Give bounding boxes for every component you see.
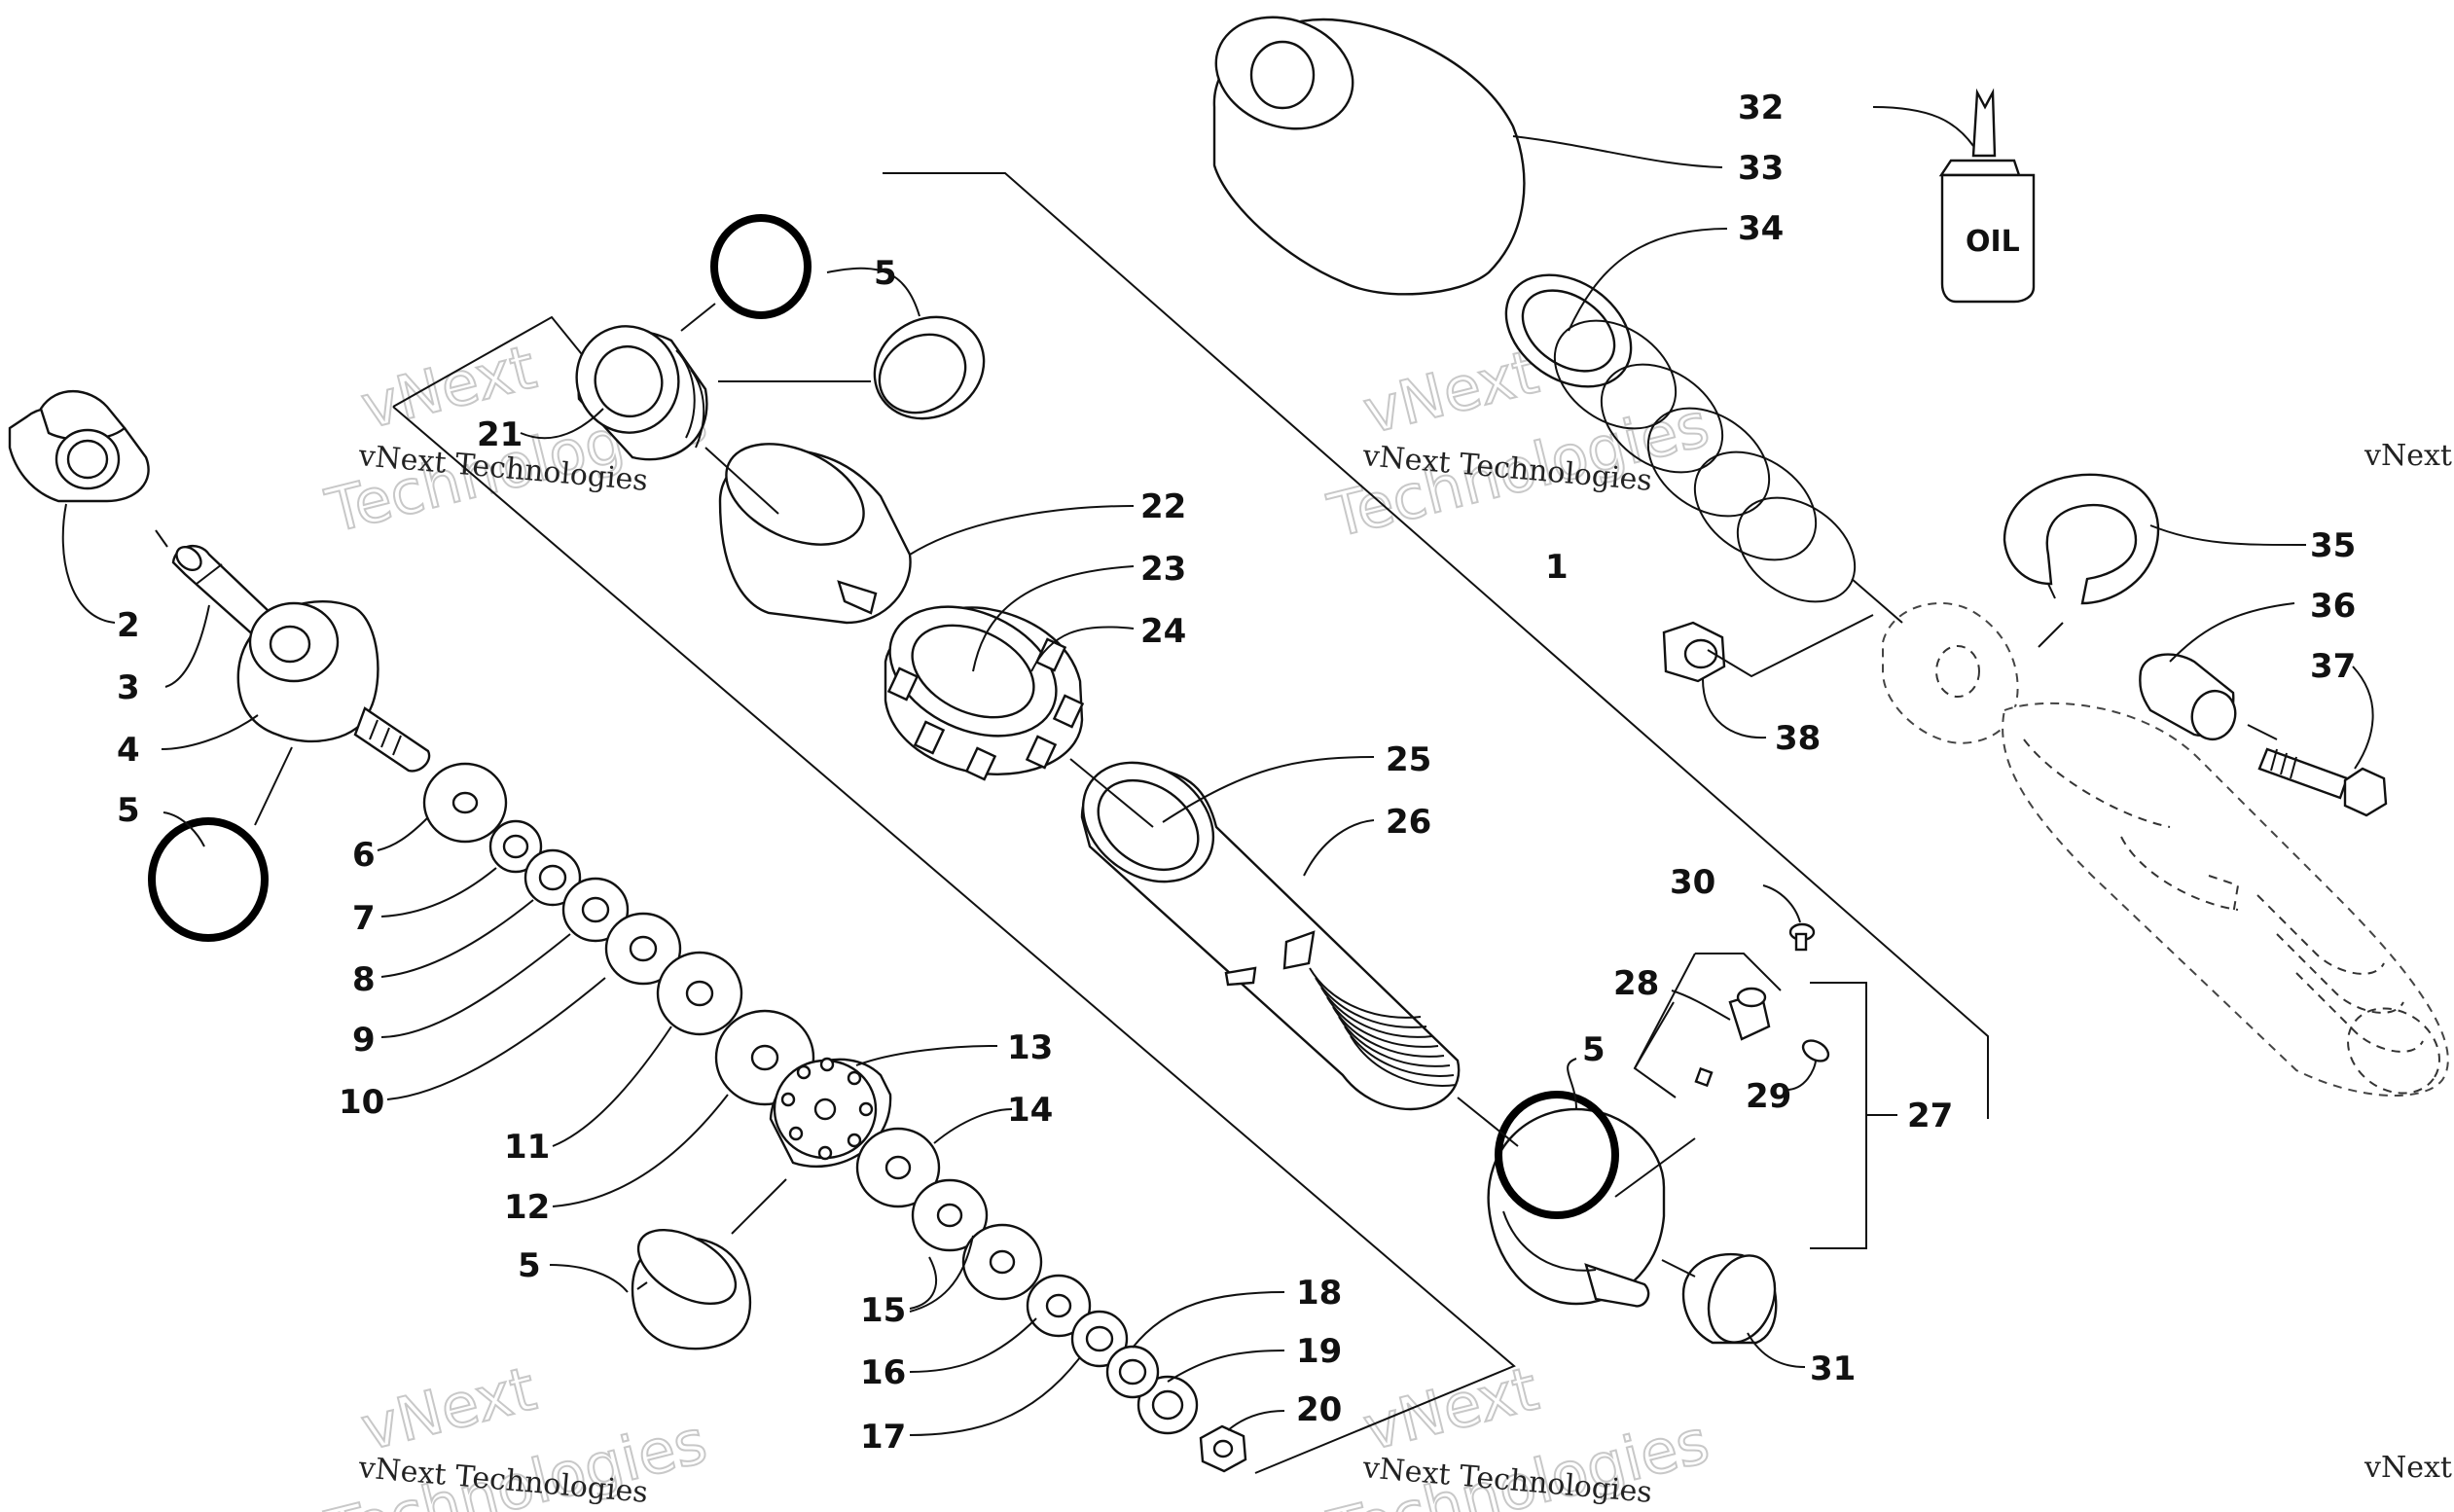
callout-labels: 1 2 3 4 5 5 5 5 6 7 8 9 10 11 12 13 14 1… <box>117 89 2356 1457</box>
svg-text:vNext: vNext <box>1356 1352 1544 1464</box>
callout-7: 7 <box>352 899 376 938</box>
part-31-bushing <box>1681 1252 1778 1345</box>
callout-29: 29 <box>1746 1077 1791 1116</box>
part-5-band-upper <box>873 315 986 420</box>
part-4-rod-eye <box>236 600 431 773</box>
callout-10: 10 <box>339 1083 384 1122</box>
bracket-item-21-bottom <box>392 406 1516 1474</box>
part-29-small-oring <box>1801 1039 1830 1062</box>
part-5-oring-top <box>710 214 812 319</box>
part-5-band-lower <box>631 1228 752 1350</box>
part-11-washer <box>656 951 743 1036</box>
callout-38: 38 <box>1775 719 1821 758</box>
bracket-item-27 <box>1810 982 1867 1249</box>
callout-23: 23 <box>1140 550 1186 589</box>
part-36-bushing <box>2139 653 2237 741</box>
callout-3: 3 <box>117 668 140 707</box>
callout-24: 24 <box>1140 612 1186 651</box>
callout-13: 13 <box>1007 1028 1053 1067</box>
callout-37: 37 <box>2310 647 2356 686</box>
callout-34: 34 <box>1738 209 1784 248</box>
callout-5-left: 5 <box>117 791 140 830</box>
watermark-small-6: vNext Technologies <box>2364 1451 2454 1485</box>
callout-21: 21 <box>477 415 523 454</box>
callout-1: 1 <box>1545 548 1569 587</box>
part-35-retainer <box>2003 473 2160 605</box>
part-6-washer <box>422 762 508 844</box>
part-38-nut <box>1662 621 1726 683</box>
part-28-valve <box>1694 987 1771 1088</box>
part-33-boot <box>1212 16 1526 296</box>
callout-8: 8 <box>352 960 376 999</box>
callout-27: 27 <box>1907 1097 1953 1135</box>
part-37-bolt <box>2257 747 2388 817</box>
oil-bottle-label: OIL <box>1966 225 2020 259</box>
callout-26: 26 <box>1386 803 1431 842</box>
part-20-nut <box>1199 1424 1247 1473</box>
group-bracket-lines <box>392 172 1989 1474</box>
part-32-oil-bottle: OIL <box>1938 88 2036 304</box>
callout-9: 9 <box>352 1021 376 1060</box>
callout-4: 4 <box>117 731 140 770</box>
callout-17: 17 <box>860 1418 906 1457</box>
callout-5-right: 5 <box>1582 1030 1606 1069</box>
leader-lines <box>61 106 2374 1436</box>
part-15-washer-b <box>961 1223 1043 1301</box>
callout-28: 28 <box>1613 964 1659 1003</box>
part-17-washer <box>1070 1310 1129 1368</box>
part-10-washer <box>604 912 682 986</box>
callout-31: 31 <box>1810 1350 1856 1388</box>
part-19-washer <box>1137 1375 1199 1435</box>
svg-text:vNext: vNext <box>1356 336 1544 448</box>
part-21-bearing <box>575 325 708 461</box>
part-27-end-cap <box>1487 1107 1666 1308</box>
callout-18: 18 <box>1296 1274 1342 1313</box>
callout-20: 20 <box>1296 1390 1342 1429</box>
svg-text:vNext: vNext <box>354 1352 542 1464</box>
callout-5-lower: 5 <box>518 1246 541 1285</box>
part-23-24-ring-nut <box>884 605 1085 781</box>
watermark-small-5: vNext Technologies <box>2364 439 2454 473</box>
bracket-item-1 <box>883 172 1989 1119</box>
assembled-shock-ghost <box>1882 602 2449 1098</box>
callout-35: 35 <box>2310 526 2356 565</box>
callout-11: 11 <box>504 1128 550 1167</box>
body-ribs <box>1309 967 1457 1087</box>
part-15-washer-a <box>911 1178 989 1252</box>
callout-16: 16 <box>860 1353 906 1392</box>
part-13-piston <box>769 1057 892 1168</box>
part-2-bushing <box>8 389 150 503</box>
part-9-washer <box>561 877 630 943</box>
callout-30: 30 <box>1670 863 1715 902</box>
callout-15: 15 <box>860 1291 906 1330</box>
part-25-26-body <box>1080 761 1461 1111</box>
part-7-washer <box>488 819 543 874</box>
callout-6: 6 <box>352 836 376 875</box>
part-14-washer <box>855 1127 941 1208</box>
callout-22: 22 <box>1140 487 1186 526</box>
callout-2: 2 <box>117 606 140 645</box>
callout-5-top: 5 <box>874 254 897 293</box>
callout-14: 14 <box>1007 1091 1053 1130</box>
callout-25: 25 <box>1386 740 1431 779</box>
part-22-sleeve <box>718 443 912 625</box>
part-30-screw <box>1788 922 1816 952</box>
callout-12: 12 <box>504 1188 550 1227</box>
part-5-oring-left <box>148 817 269 942</box>
callout-36: 36 <box>2310 587 2356 626</box>
bracket-item-28-top <box>1695 953 1782 991</box>
callout-32: 32 <box>1738 89 1784 127</box>
callout-33: 33 <box>1738 149 1784 188</box>
callout-19: 19 <box>1296 1332 1342 1371</box>
part-16-washer <box>1026 1274 1092 1338</box>
part-18-washer <box>1105 1345 1160 1399</box>
part-5-oring-right <box>1495 1091 1619 1219</box>
part-8-washer <box>523 848 582 907</box>
